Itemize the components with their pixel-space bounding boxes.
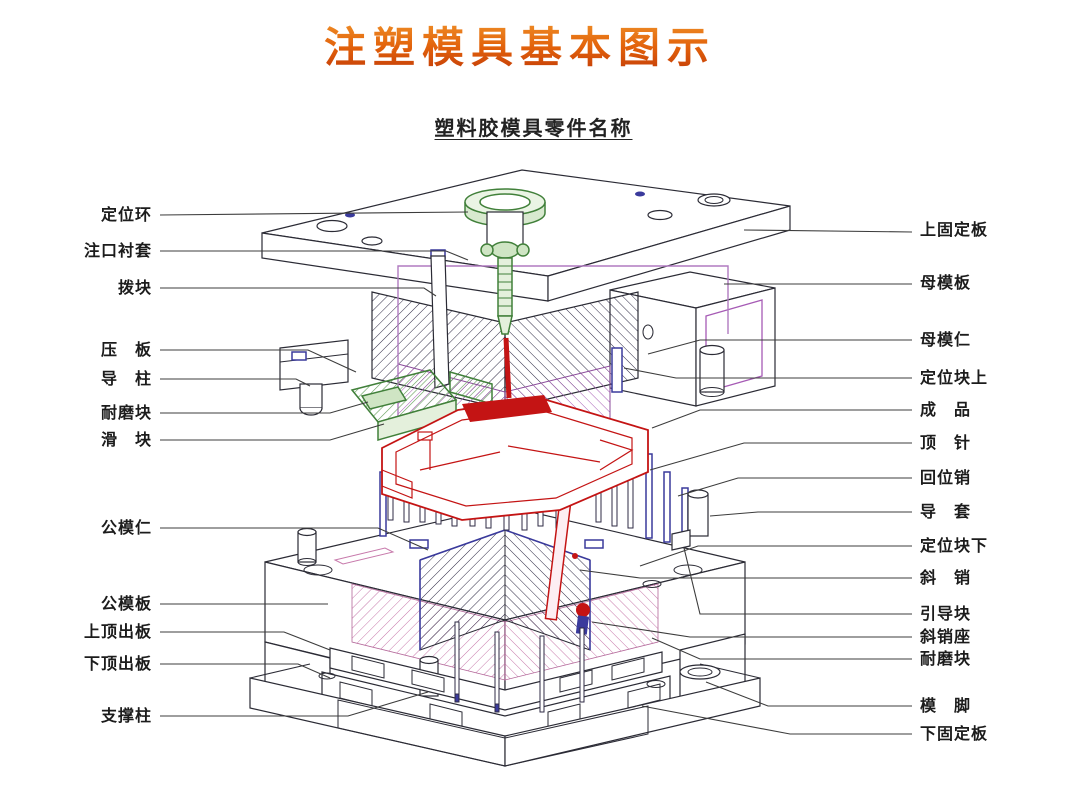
right-label-wear-block: 耐磨块 xyxy=(920,649,972,668)
left-label-guide-pillar: 导 柱 xyxy=(100,369,152,388)
right-label-return-pin: 回位销 xyxy=(920,468,972,487)
support-cylinder-top-drawing xyxy=(297,527,317,566)
molded-part-drawing xyxy=(381,395,649,521)
right-label-cavity-plate: 母模板 xyxy=(920,273,972,292)
sprue-runner-red xyxy=(503,337,512,399)
left-label-puller-block: 拨块 xyxy=(117,278,152,297)
bottom-clamp-plate-drawing xyxy=(249,663,761,767)
right-label-ejector-pin: 顶 针 xyxy=(920,433,972,452)
puller-block-drawing xyxy=(430,249,450,389)
right-label-angle-pin-seat: 斜销座 xyxy=(920,627,972,646)
right-label-guide-bushing: 导 套 xyxy=(920,502,972,521)
diagram-subtitle: 塑料胶模具零件名称 xyxy=(434,116,633,140)
long-ejector-pins-drawing xyxy=(454,621,585,713)
locating-ring-drawing xyxy=(464,188,546,247)
return-pins-drawing xyxy=(379,453,689,547)
right-label-locating-block-upper: 定位块上 xyxy=(920,368,989,387)
right-label-guide-block: 引导块 xyxy=(920,604,972,623)
left-label-wear-block: 耐磨块 xyxy=(100,403,152,422)
left-label-slide-block: 滑 块 xyxy=(100,430,152,449)
slide-block-drawing xyxy=(350,369,493,441)
left-label-core-plate: 公模板 xyxy=(100,594,152,613)
left-label-upper-ejector-plate: 上顶出板 xyxy=(83,622,152,641)
page-title: 注塑模具基本图示 xyxy=(0,14,1040,75)
right-label-bottom-clamp-plate: 下固定板 xyxy=(920,724,989,743)
guide-bushing-upper-drawing xyxy=(699,344,725,397)
right-label-angle-pin: 斜 销 xyxy=(920,568,972,587)
guide-block-drawing xyxy=(671,529,691,551)
left-label-lower-ejector-plate: 下顶出板 xyxy=(83,654,152,673)
right-label-mold-foot: 模 脚 xyxy=(920,696,972,715)
sprue-bushing-drawing xyxy=(480,241,530,399)
core-insert-drawing xyxy=(419,529,591,651)
right-label-top-clamp-plate: 上固定板 xyxy=(920,220,989,239)
guide-bushing-drawing xyxy=(671,489,709,551)
right-label-cavity-insert: 母模仁 xyxy=(920,330,972,349)
right-label-molded-part: 成 品 xyxy=(920,400,972,419)
left-label-locating-ring: 定位环 xyxy=(100,205,152,224)
right-label-locating-block-lower: 定位块下 xyxy=(920,536,989,555)
guide-pillar-drawing xyxy=(299,383,323,416)
left-label-pressure-plate: 压 板 xyxy=(100,340,152,359)
left-label-support-pillar: 支撑柱 xyxy=(100,706,152,725)
pressure-plate-drawing xyxy=(279,339,349,391)
left-label-sprue-bushing: 注口衬套 xyxy=(83,241,152,260)
leader-lines xyxy=(159,211,913,735)
left-label-core-insert: 公模仁 xyxy=(100,518,152,537)
locating-block-upper-drawing xyxy=(611,347,623,393)
wear-block-left-drawing xyxy=(360,386,408,410)
